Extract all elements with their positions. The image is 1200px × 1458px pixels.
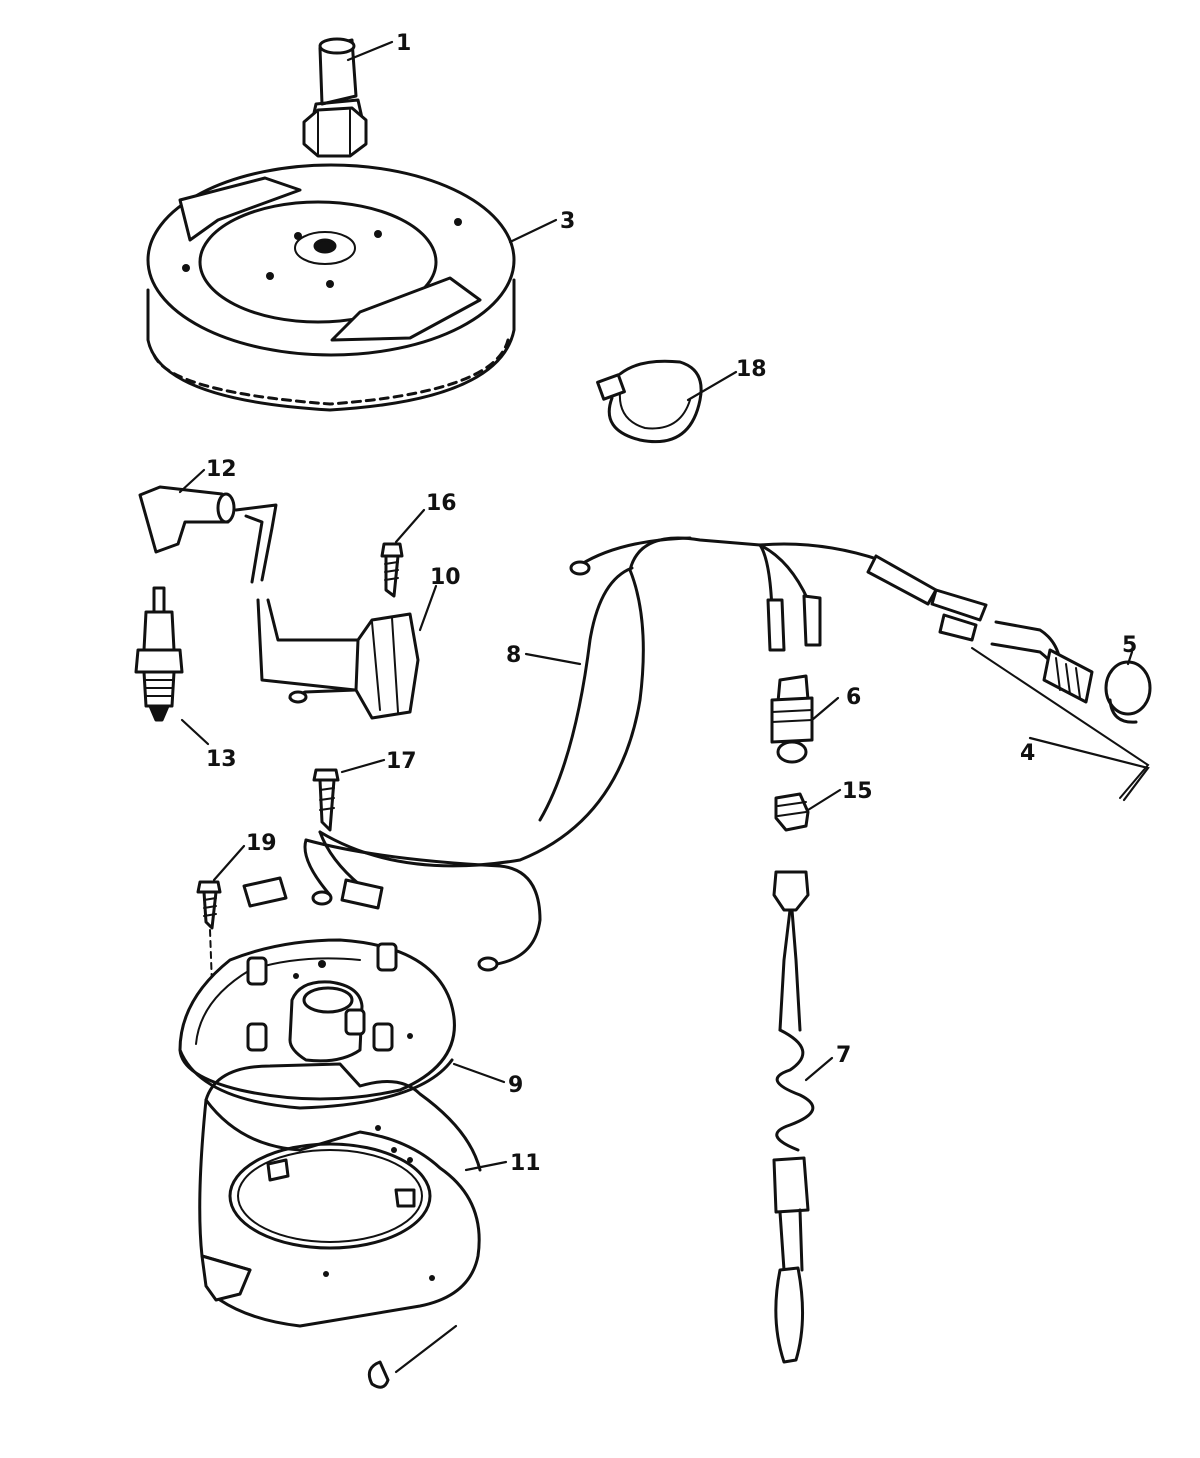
callout-labels: 1 3 4 5 6 7 8 9 10 11 12 13 15 16 17 18 … bbox=[206, 31, 1137, 1176]
callout-10: 10 bbox=[430, 565, 461, 590]
callout-15: 15 bbox=[842, 779, 873, 804]
callout-1: 1 bbox=[396, 31, 411, 56]
part-1-nut bbox=[302, 37, 368, 158]
woodruff-key bbox=[367, 1360, 390, 1389]
callout-16: 16 bbox=[426, 491, 457, 516]
part-5-cap bbox=[1104, 660, 1152, 724]
part-4-switch-assembly bbox=[971, 620, 1150, 799]
part-7-lanyard bbox=[772, 870, 815, 1364]
callout-7: 7 bbox=[836, 1043, 851, 1068]
callout-8: 8 bbox=[506, 643, 521, 668]
callout-9: 9 bbox=[508, 1073, 523, 1098]
callout-5: 5 bbox=[1122, 633, 1137, 658]
part-15-nut bbox=[774, 792, 810, 832]
part-6-switch bbox=[770, 674, 814, 764]
part-10-coil bbox=[256, 598, 420, 720]
part-11-retainer bbox=[198, 1062, 482, 1328]
callout-6: 6 bbox=[846, 685, 861, 710]
callout-18: 18 bbox=[736, 357, 767, 382]
part-3-flywheel bbox=[146, 163, 516, 412]
callout-11: 11 bbox=[510, 1151, 541, 1176]
part-12-boot bbox=[138, 485, 278, 584]
callout-13: 13 bbox=[206, 747, 237, 772]
part-13-spark-plug bbox=[134, 586, 184, 722]
callout-3: 3 bbox=[560, 209, 575, 234]
part-17-screw bbox=[312, 768, 340, 832]
part-8-harness bbox=[242, 536, 988, 972]
callout-17: 17 bbox=[386, 749, 417, 774]
callout-19: 19 bbox=[246, 831, 277, 856]
callout-4: 4 bbox=[1020, 741, 1035, 766]
part-16-screw bbox=[380, 542, 404, 598]
leader-lines bbox=[178, 40, 1150, 1374]
part-18-clamp bbox=[596, 359, 703, 444]
part-9-stator-plate bbox=[178, 938, 456, 1110]
callout-12: 12 bbox=[206, 457, 237, 482]
